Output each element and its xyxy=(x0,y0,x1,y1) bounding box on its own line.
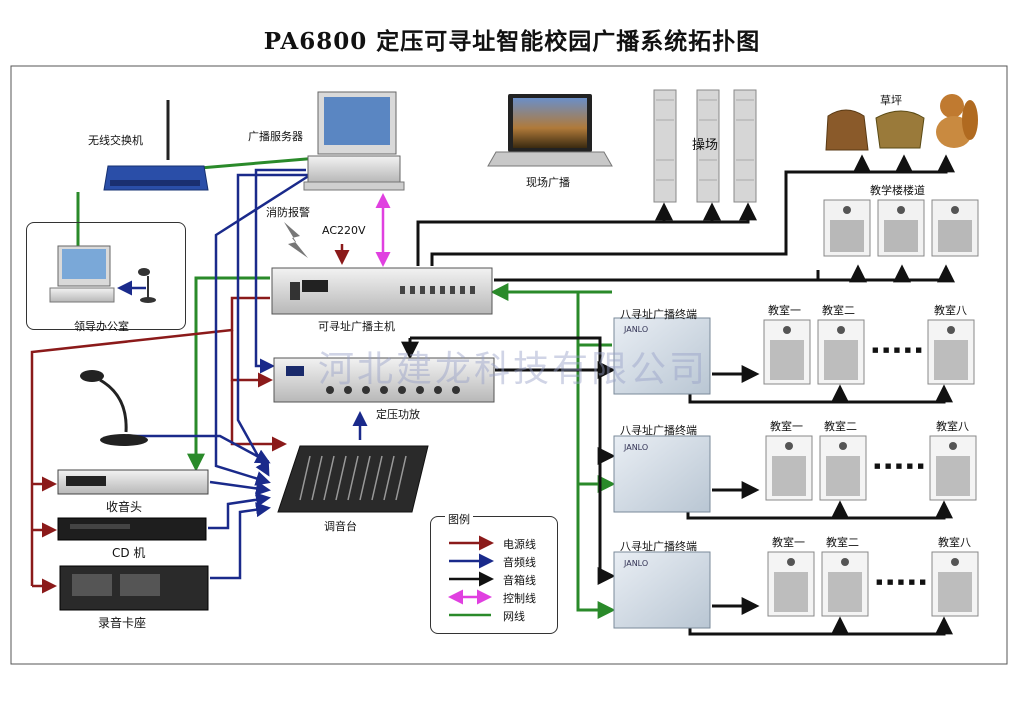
ac-power-label: AC220V xyxy=(322,224,366,237)
terminal-2-icon: JANLO xyxy=(613,435,711,513)
svg-text:JANLO: JANLO xyxy=(623,443,648,452)
classroom-8-label: 教室八 xyxy=(938,536,971,549)
legend-item-control: 控制线 xyxy=(503,592,536,605)
classroom-8-label: 教室八 xyxy=(936,420,969,433)
playground-label: 操场 xyxy=(692,138,719,153)
legend-title: 图例 xyxy=(445,511,473,527)
network-lines xyxy=(76,156,616,619)
amplifier-label: 定压功放 xyxy=(376,408,420,421)
terminal-3-label: 八寻址广播终端 xyxy=(620,540,697,553)
live-broadcast-label: 现场广播 xyxy=(526,176,570,189)
wireless-router-icon xyxy=(103,100,209,191)
legend: 图例 电源线 音频线 音箱线 控制线 网线 xyxy=(430,511,558,634)
tuner-icon xyxy=(57,469,209,495)
lawn-label: 草坪 xyxy=(880,94,902,107)
teaching-corridor-label: 教学楼楼道 xyxy=(870,184,925,197)
terminal-1-icon: JANLO xyxy=(613,317,711,395)
laptop-icon xyxy=(487,94,613,167)
mixer-label: 调音台 xyxy=(324,520,357,533)
terminal-1-label: 八寻址广播终端 xyxy=(620,308,697,321)
svg-text:JANLO: JANLO xyxy=(623,559,648,568)
outer-frame xyxy=(10,65,1008,665)
legend-item-network: 网线 xyxy=(503,610,525,623)
ellipsis-dots: ■ ■ ■ ■ ■ xyxy=(872,346,923,354)
ellipsis-dots: ■ ■ ■ ■ ■ xyxy=(876,578,927,586)
legend-item-audio: 音频线 xyxy=(503,556,536,569)
legend-swatches xyxy=(448,535,494,617)
legend-item-power: 电源线 xyxy=(503,538,536,551)
ellipsis-dots: ■ ■ ■ ■ ■ xyxy=(874,462,925,470)
microphone-icon xyxy=(80,370,148,446)
power-lines xyxy=(30,244,350,594)
classroom-speakers-row-2 xyxy=(765,435,977,501)
amplifier-icon xyxy=(273,357,495,403)
lawn-speakers-icon xyxy=(825,94,978,151)
classroom-8-label: 教室八 xyxy=(934,304,967,317)
host-label: 可寻址广播主机 xyxy=(318,320,395,333)
legend-item-speaker: 音箱线 xyxy=(503,574,536,587)
terminal-3-icon: JANLO xyxy=(613,551,711,629)
audio-lines xyxy=(117,168,368,580)
classroom-1-label: 教室一 xyxy=(772,536,805,549)
classroom-1-label: 教室一 xyxy=(768,304,801,317)
corridor-speakers-icon xyxy=(823,199,979,257)
tuner-label: 收音头 xyxy=(106,500,143,514)
classroom-2-label: 教室二 xyxy=(822,304,855,317)
mixer-icon xyxy=(277,445,429,513)
leader-office-box xyxy=(26,222,186,330)
classroom-2-label: 教室二 xyxy=(826,536,859,549)
wireless-switch-label: 无线交换机 xyxy=(88,134,143,147)
broadcast-server-icon xyxy=(303,91,405,191)
cassette-deck-label: 录音卡座 xyxy=(98,616,147,630)
cd-player-icon xyxy=(57,517,207,541)
classroom-2-label: 教室二 xyxy=(824,420,857,433)
lightning-icon xyxy=(284,222,308,258)
svg-text:JANLO: JANLO xyxy=(623,325,648,334)
fire-alarm-label: 消防报警 xyxy=(266,206,310,219)
watermark: 河北建龙科技有限公司 xyxy=(318,349,709,390)
office-computer-icon xyxy=(49,245,156,303)
classroom-1-label: 教室一 xyxy=(770,420,803,433)
cassette-deck-icon xyxy=(59,565,209,611)
classroom-speakers-row-3 xyxy=(767,551,979,617)
cd-player-label: CD 机 xyxy=(112,546,146,560)
classroom-speakers-row-1 xyxy=(763,319,975,385)
terminal-2-label: 八寻址广播终端 xyxy=(620,424,697,437)
page-title: PA6800 定压可寻址智能校园广播系统拓扑图 xyxy=(263,28,761,55)
leader-office-label: 领导办公室 xyxy=(74,320,129,333)
column-speakers-icon xyxy=(653,89,757,203)
broadcast-server-label: 广播服务器 xyxy=(248,130,303,143)
broadcast-host-icon xyxy=(271,267,493,315)
